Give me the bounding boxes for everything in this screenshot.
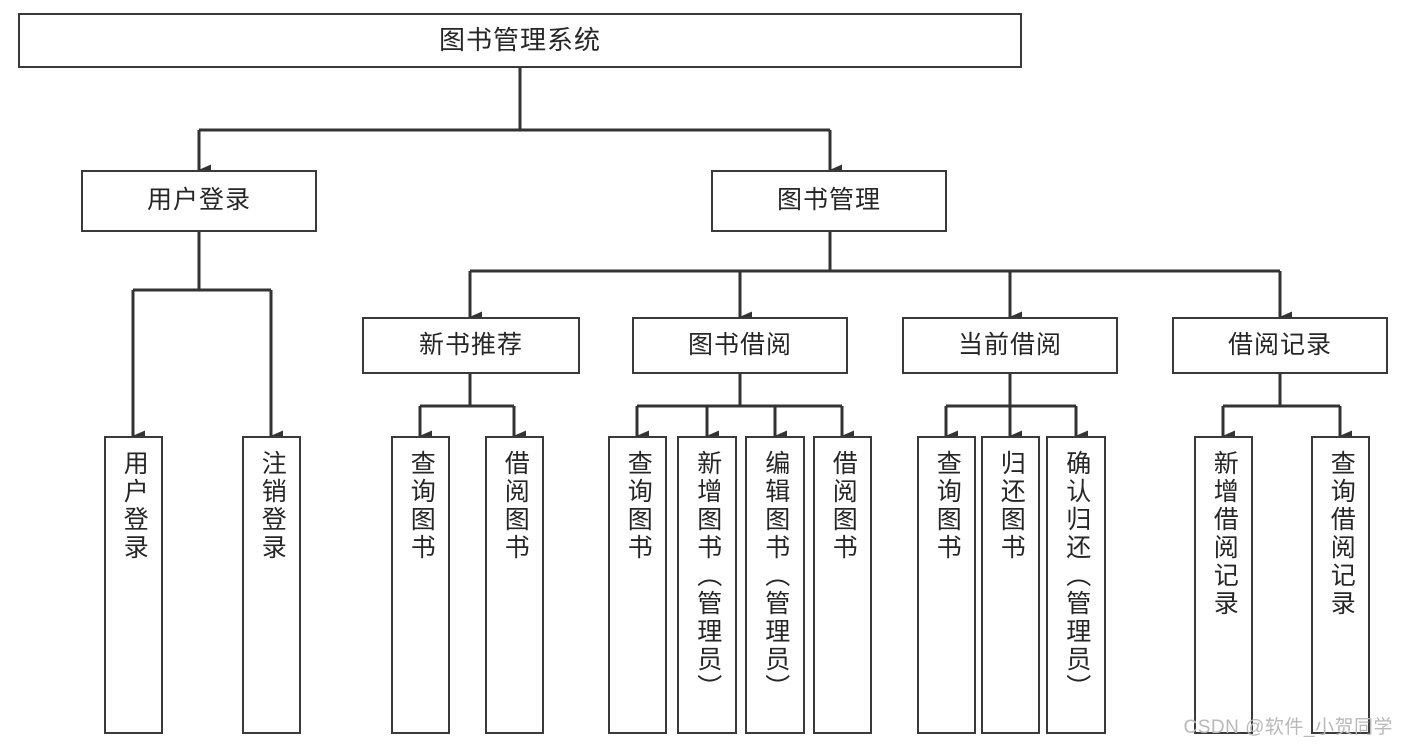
- node-leaf-user-login[interactable]: 用户登录: [104, 436, 163, 734]
- node-leaf-query-book-b[interactable]: 查询图书: [608, 436, 667, 734]
- node-book-manage[interactable]: 图书管理: [711, 170, 947, 232]
- node-leaf-logout-label: 注销登录: [258, 450, 287, 562]
- node-new-book-recommend-label: 新书推荐: [418, 330, 523, 359]
- node-leaf-add-book-label: 新增图书（管理员）: [693, 450, 722, 702]
- node-borrow-record[interactable]: 借阅记录: [1172, 317, 1388, 374]
- node-leaf-edit-book[interactable]: 编辑图书（管理员）: [745, 436, 805, 734]
- node-root-system-label: 图书管理系统: [438, 25, 601, 56]
- node-leaf-query-book-c[interactable]: 查询图书: [917, 436, 976, 734]
- node-leaf-add-record-label: 新增借阅记录: [1210, 450, 1239, 618]
- node-root-system[interactable]: 图书管理系统: [18, 13, 1022, 68]
- node-leaf-edit-book-label: 编辑图书（管理员）: [761, 450, 790, 702]
- node-leaf-user-login-label: 用户登录: [120, 450, 149, 562]
- node-leaf-confirm-return[interactable]: 确认归还（管理员）: [1046, 436, 1106, 734]
- node-leaf-query-book-a[interactable]: 查询图书: [391, 436, 450, 734]
- node-leaf-query-record-label: 查询借阅记录: [1327, 450, 1356, 618]
- node-leaf-borrow-book-b-label: 借阅图书: [829, 450, 858, 562]
- node-leaf-borrow-book-b[interactable]: 借阅图书: [813, 436, 872, 734]
- node-leaf-borrow-book-a-label: 借阅图书: [501, 450, 530, 562]
- node-leaf-query-record[interactable]: 查询借阅记录: [1311, 436, 1370, 734]
- node-book-manage-label: 图书管理: [776, 186, 881, 215]
- node-current-borrow[interactable]: 当前借阅: [902, 317, 1118, 374]
- node-new-book-recommend[interactable]: 新书推荐: [362, 317, 580, 374]
- node-leaf-logout[interactable]: 注销登录: [242, 436, 301, 734]
- node-user-login-label: 用户登录: [146, 186, 251, 215]
- node-leaf-confirm-return-label: 确认归还（管理员）: [1062, 450, 1091, 702]
- node-leaf-add-record[interactable]: 新增借阅记录: [1194, 436, 1253, 734]
- node-current-borrow-label: 当前借阅: [957, 330, 1062, 359]
- node-leaf-borrow-book-a[interactable]: 借阅图书: [485, 436, 544, 734]
- node-user-login[interactable]: 用户登录: [81, 170, 317, 232]
- node-leaf-return-book[interactable]: 归还图书: [981, 436, 1040, 734]
- node-leaf-query-book-c-label: 查询图书: [933, 450, 962, 562]
- node-leaf-query-book-a-label: 查询图书: [407, 450, 436, 562]
- node-borrow-record-label: 借阅记录: [1227, 330, 1332, 359]
- node-book-borrow[interactable]: 图书借阅: [632, 317, 848, 374]
- node-leaf-add-book[interactable]: 新增图书（管理员）: [677, 436, 737, 734]
- node-leaf-return-book-label: 归还图书: [997, 450, 1026, 562]
- node-book-borrow-label: 图书借阅: [687, 330, 792, 359]
- node-leaf-query-book-b-label: 查询图书: [624, 450, 653, 562]
